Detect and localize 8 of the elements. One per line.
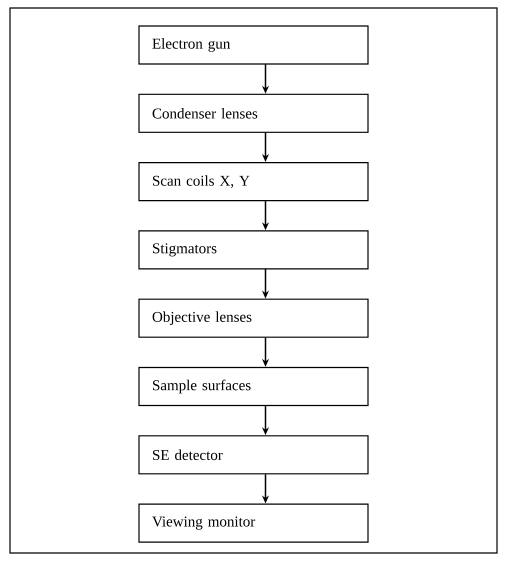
process-box: SE detector bbox=[138, 435, 369, 474]
process-box: Sample surfaces bbox=[138, 366, 369, 406]
process-box: Electron gun bbox=[138, 25, 369, 65]
process-box: Viewing monitor bbox=[138, 504, 369, 543]
process-box: Scan coils X, Y bbox=[138, 162, 369, 202]
process-box: Condenser lenses bbox=[138, 94, 369, 133]
process-box: Stigmators bbox=[138, 230, 369, 270]
process-box: Objective lenses bbox=[138, 298, 369, 338]
